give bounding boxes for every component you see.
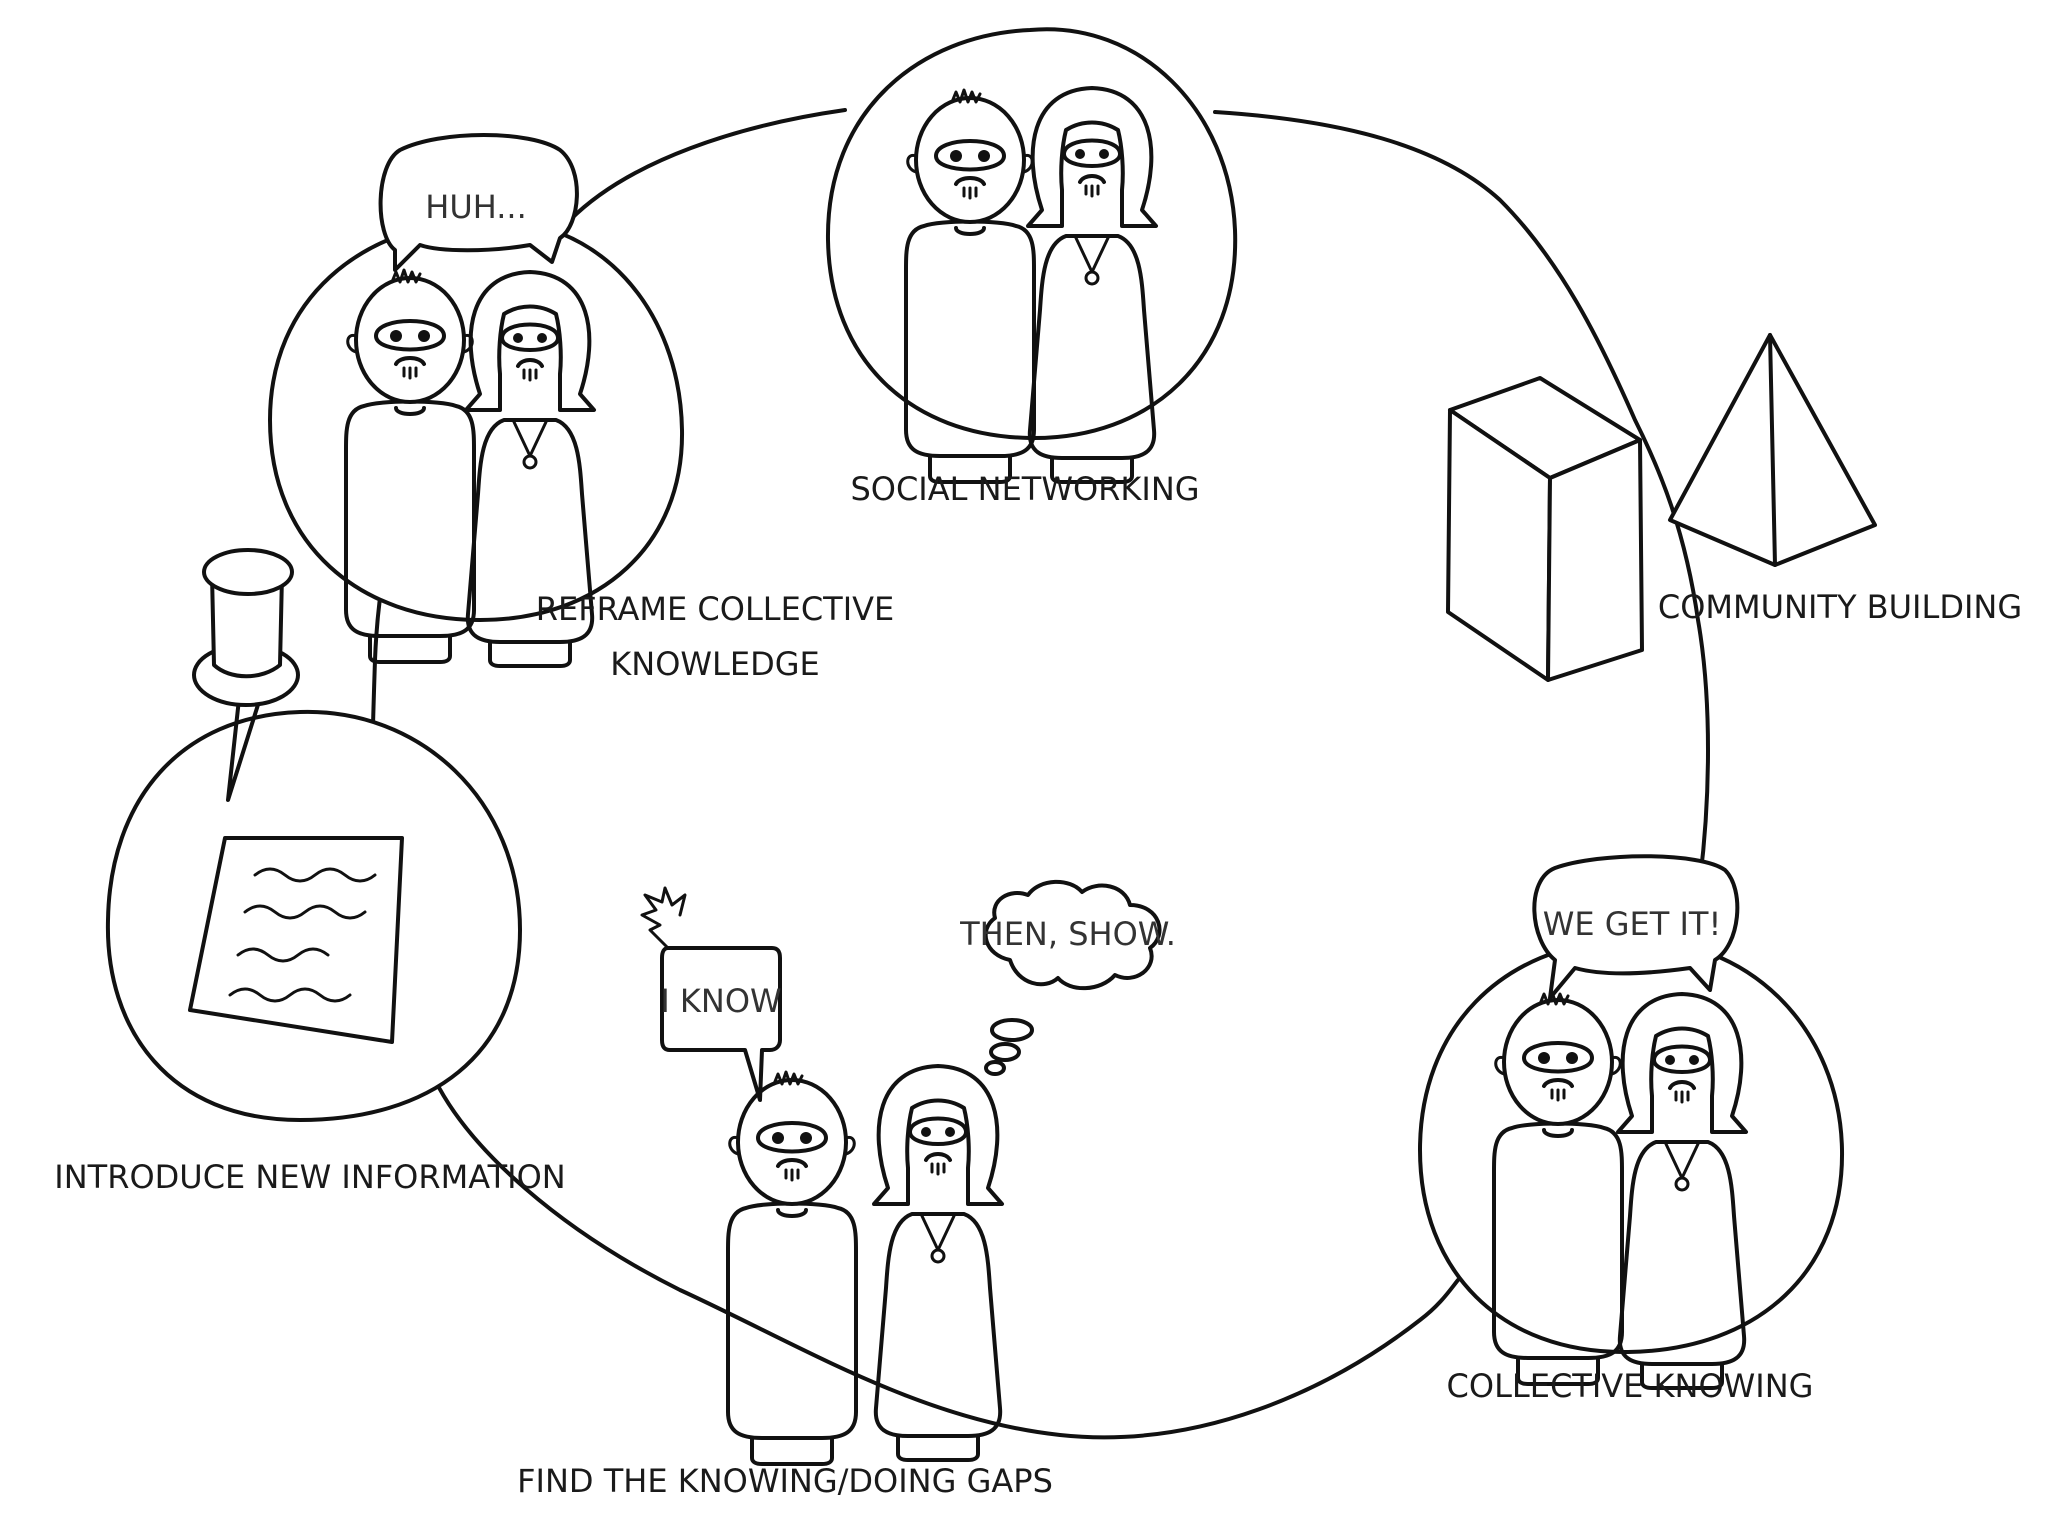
label-reframe-line1: REFRAME COLLECTIVE [536,590,895,628]
huh-speech-bubble: HUH... [381,135,577,270]
i-know-speech-bubble: I KNOW [642,888,782,1100]
introduce-node [108,712,520,1120]
we-get-it-text: WE GET IT! [1543,905,1722,943]
collective-knowing-node [1420,940,1842,1388]
find-gaps-scene: I KNOW THEN, SHOW. [642,882,1176,1464]
label-introduce-new-information: INTRODUCE NEW INFORMATION [54,1158,565,1196]
community-building-shapes [1448,335,1875,680]
label-collective-knowing: COLLECTIVE KNOWING [1447,1367,1814,1405]
i-know-text: I KNOW [660,982,781,1020]
woman-figure [874,1066,1002,1460]
label-community-building: COMMUNITY BUILDING [1658,588,2022,626]
label-social-networking: SOCIAL NETWORKING [850,470,1199,508]
spark-icon [642,888,685,948]
label-reframe-line2: KNOWLEDGE [610,645,819,683]
man-figure [728,1072,856,1464]
then-show-thought-bubble: THEN, SHOW. [959,882,1176,1074]
social-networking-node [828,29,1235,482]
label-find-gaps: FIND THE KNOWING/DOING GAPS [517,1462,1053,1500]
pyramid-shape-icon [1670,335,1875,565]
huh-text: HUH... [425,188,527,226]
box-shape-icon [1448,378,1642,680]
then-show-text: THEN, SHOW. [959,915,1176,953]
document-icon [190,838,402,1042]
